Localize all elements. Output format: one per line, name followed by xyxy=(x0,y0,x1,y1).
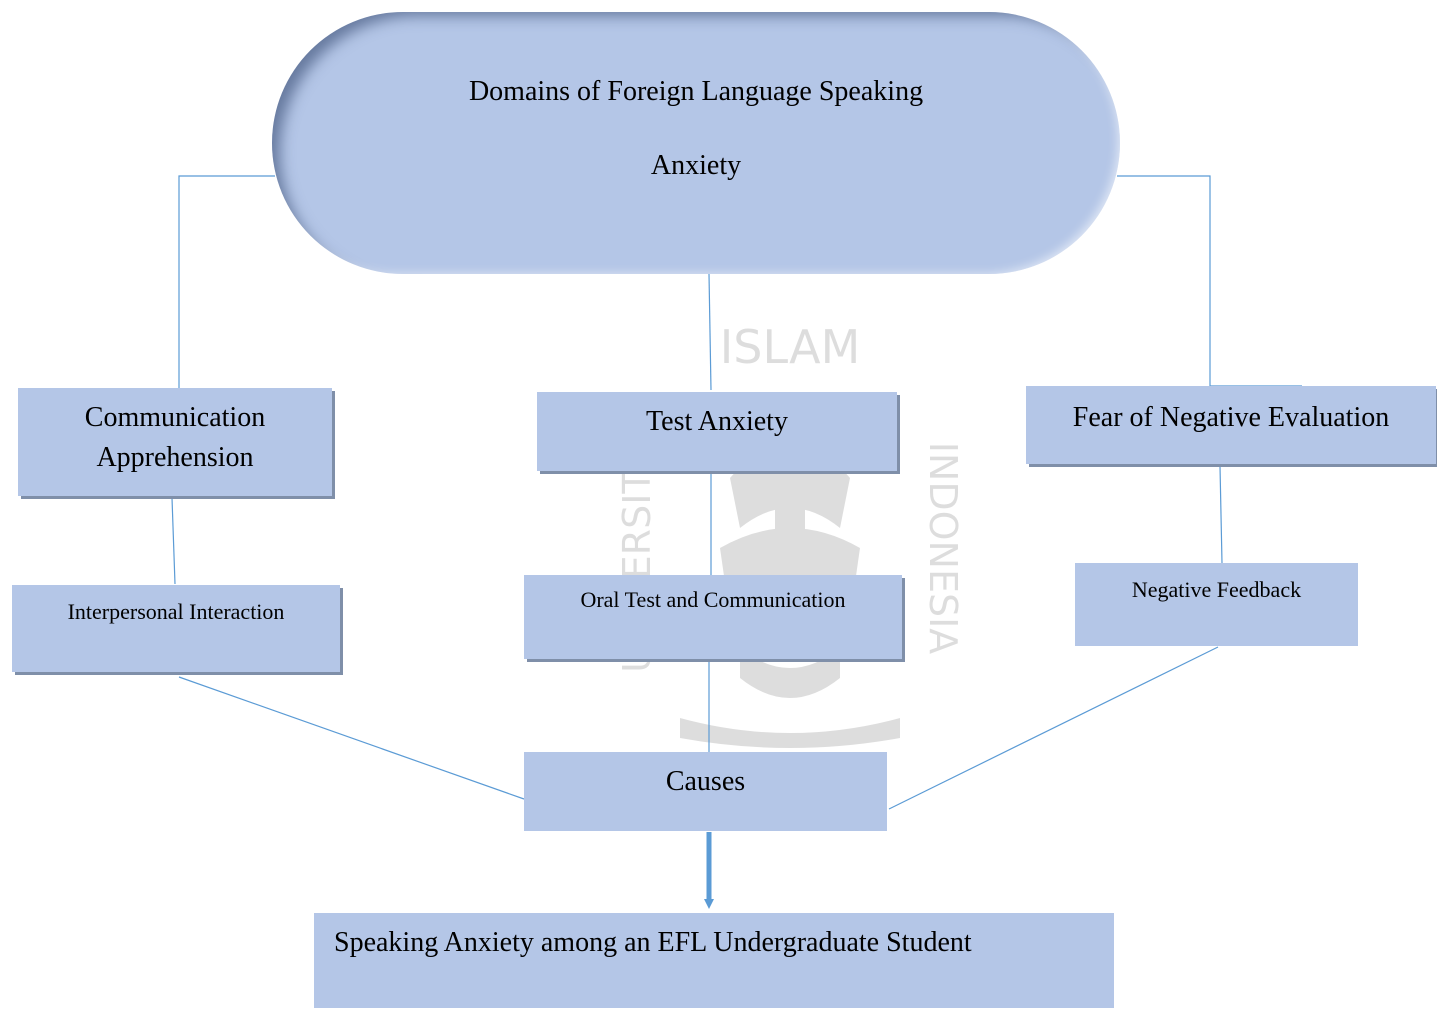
domain-fear-of-negative-evaluation: Fear of Negative Evaluation xyxy=(1026,386,1436,464)
root-title-line2: Anxiety xyxy=(650,150,742,181)
outcome-label: Speaking Anxiety among an EFL Undergradu… xyxy=(334,927,972,958)
sub-negative-feedback-label: Negative Feedback xyxy=(1131,577,1302,602)
causes-label: Causes xyxy=(665,766,746,797)
sub-negative-feedback: Negative Feedback xyxy=(1075,563,1358,646)
domain-test-anxiety: Test Anxiety xyxy=(537,392,897,471)
svg-text:ISLAM: ISLAM xyxy=(720,320,861,374)
root-domains-node: Domains of Foreign Language Speaking Anx… xyxy=(272,12,1120,274)
causes-node: Causes xyxy=(524,752,887,831)
connector-root-to-communication xyxy=(178,175,275,388)
domain-communication-line1: Communication xyxy=(84,402,266,433)
connector-communication-to-interpersonal xyxy=(171,497,176,585)
connector-negative-feedback-to-causes xyxy=(888,646,1219,810)
sub-oral-test-label: Oral Test and Communication xyxy=(580,587,846,612)
domain-test-anxiety-label: Test Anxiety xyxy=(646,406,788,437)
svg-text:INDONESIA: INDONESIA xyxy=(921,442,965,655)
domain-fear-label: Fear of Negative Evaluation xyxy=(1072,402,1390,433)
outcome-node: Speaking Anxiety among an EFL Undergradu… xyxy=(314,913,1114,1008)
connector-root-to-test xyxy=(708,273,712,391)
connector-interpersonal-to-causes xyxy=(178,676,525,800)
domain-communication-apprehension: Communication Apprehension xyxy=(18,388,332,496)
root-title-line1: Domains of Foreign Language Speaking xyxy=(468,76,924,107)
sub-oral-test-and-communication: Oral Test and Communication xyxy=(524,575,902,659)
sub-interpersonal-interaction: Interpersonal Interaction xyxy=(12,585,340,672)
sub-interpersonal-label: Interpersonal Interaction xyxy=(67,599,285,624)
domain-communication-line2: Apprehension xyxy=(96,442,254,473)
connector-root-to-fear xyxy=(1117,175,1302,387)
connector-fear-to-negative-feedback xyxy=(1219,465,1223,564)
